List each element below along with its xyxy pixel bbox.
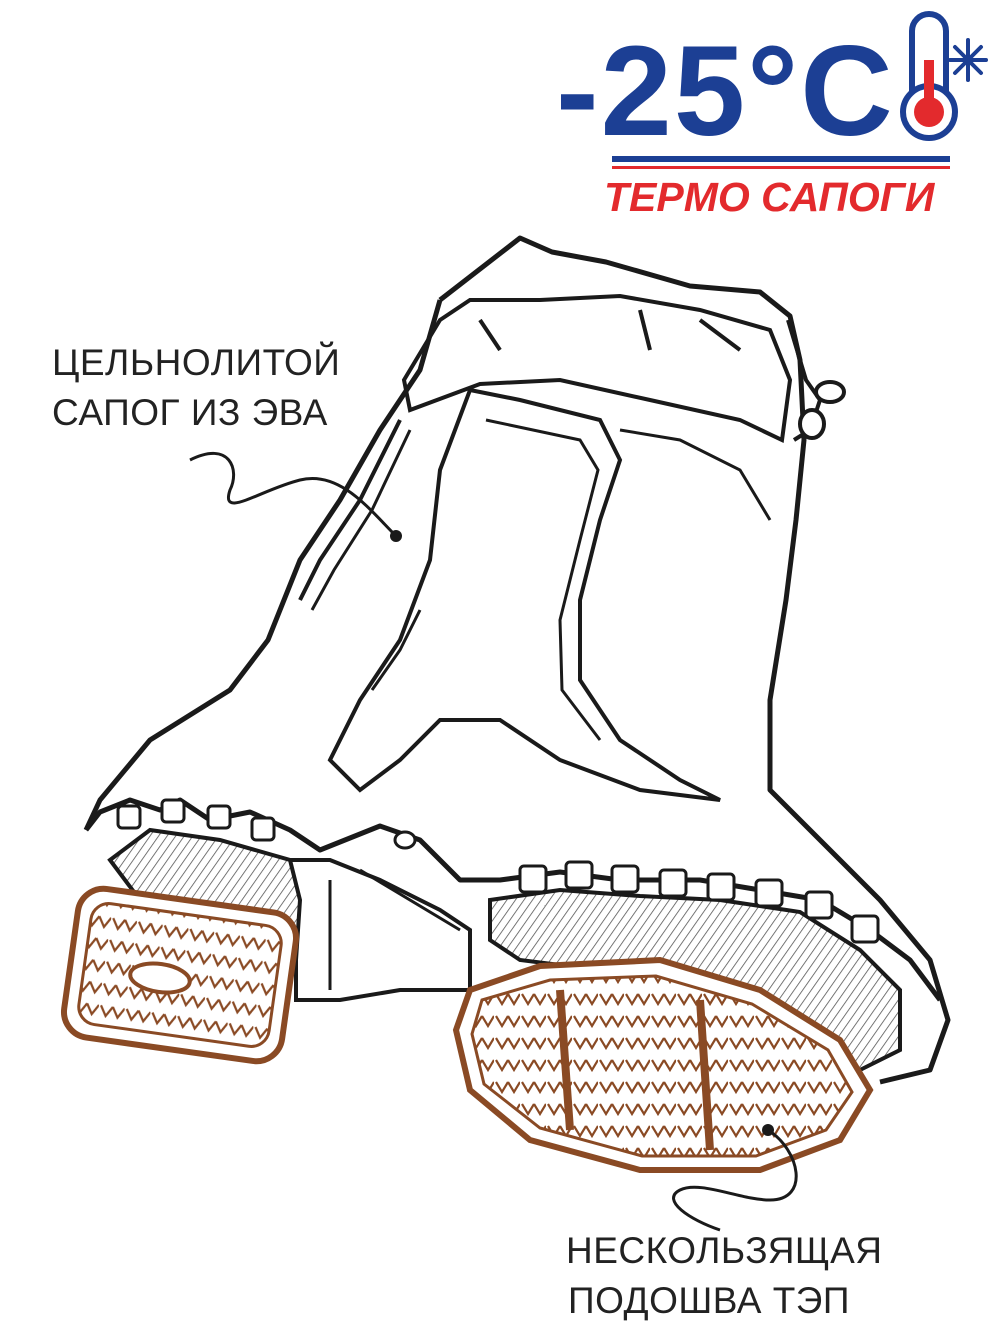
drawstring-toggle [786,319,846,442]
callout-line: САПОГ ИЗ ЭВА [52,392,328,433]
callout-nonslip-sole: НЕСКОЛЬЗЯЩАЯ ПОДОШВА ТЭП [566,1226,883,1326]
callout-line: ПОДОШВА ТЭП [567,1280,850,1321]
leader-line-bottom [672,1128,798,1232]
boot-cuff [401,293,793,443]
leader-line-top [189,452,398,538]
callout-molded-boot: ЦЕЛЬНОЛИТОЙ САПОГ ИЗ ЭВА [52,338,341,438]
boot-center-panel [327,387,721,802]
product-subtitle: ТЕРМО САПОГИ [604,174,935,220]
forefoot-pad [452,956,874,1173]
arch-bridge [290,858,472,1002]
callout-line: ЦЕЛЬНОЛИТОЙ [52,342,341,383]
temperature-rating: -25°C [556,20,895,163]
badge-divider-accent [612,166,950,169]
boot-shaft-left [83,299,443,832]
badge-divider [612,156,950,162]
heel-pad [60,885,300,1065]
thermometer-snowflake-icon [900,11,988,141]
boot-shaft-outline [438,235,951,1085]
callout-line: НЕСКОЛЬЗЯЩАЯ [566,1230,883,1271]
sole-lugs [116,798,880,944]
